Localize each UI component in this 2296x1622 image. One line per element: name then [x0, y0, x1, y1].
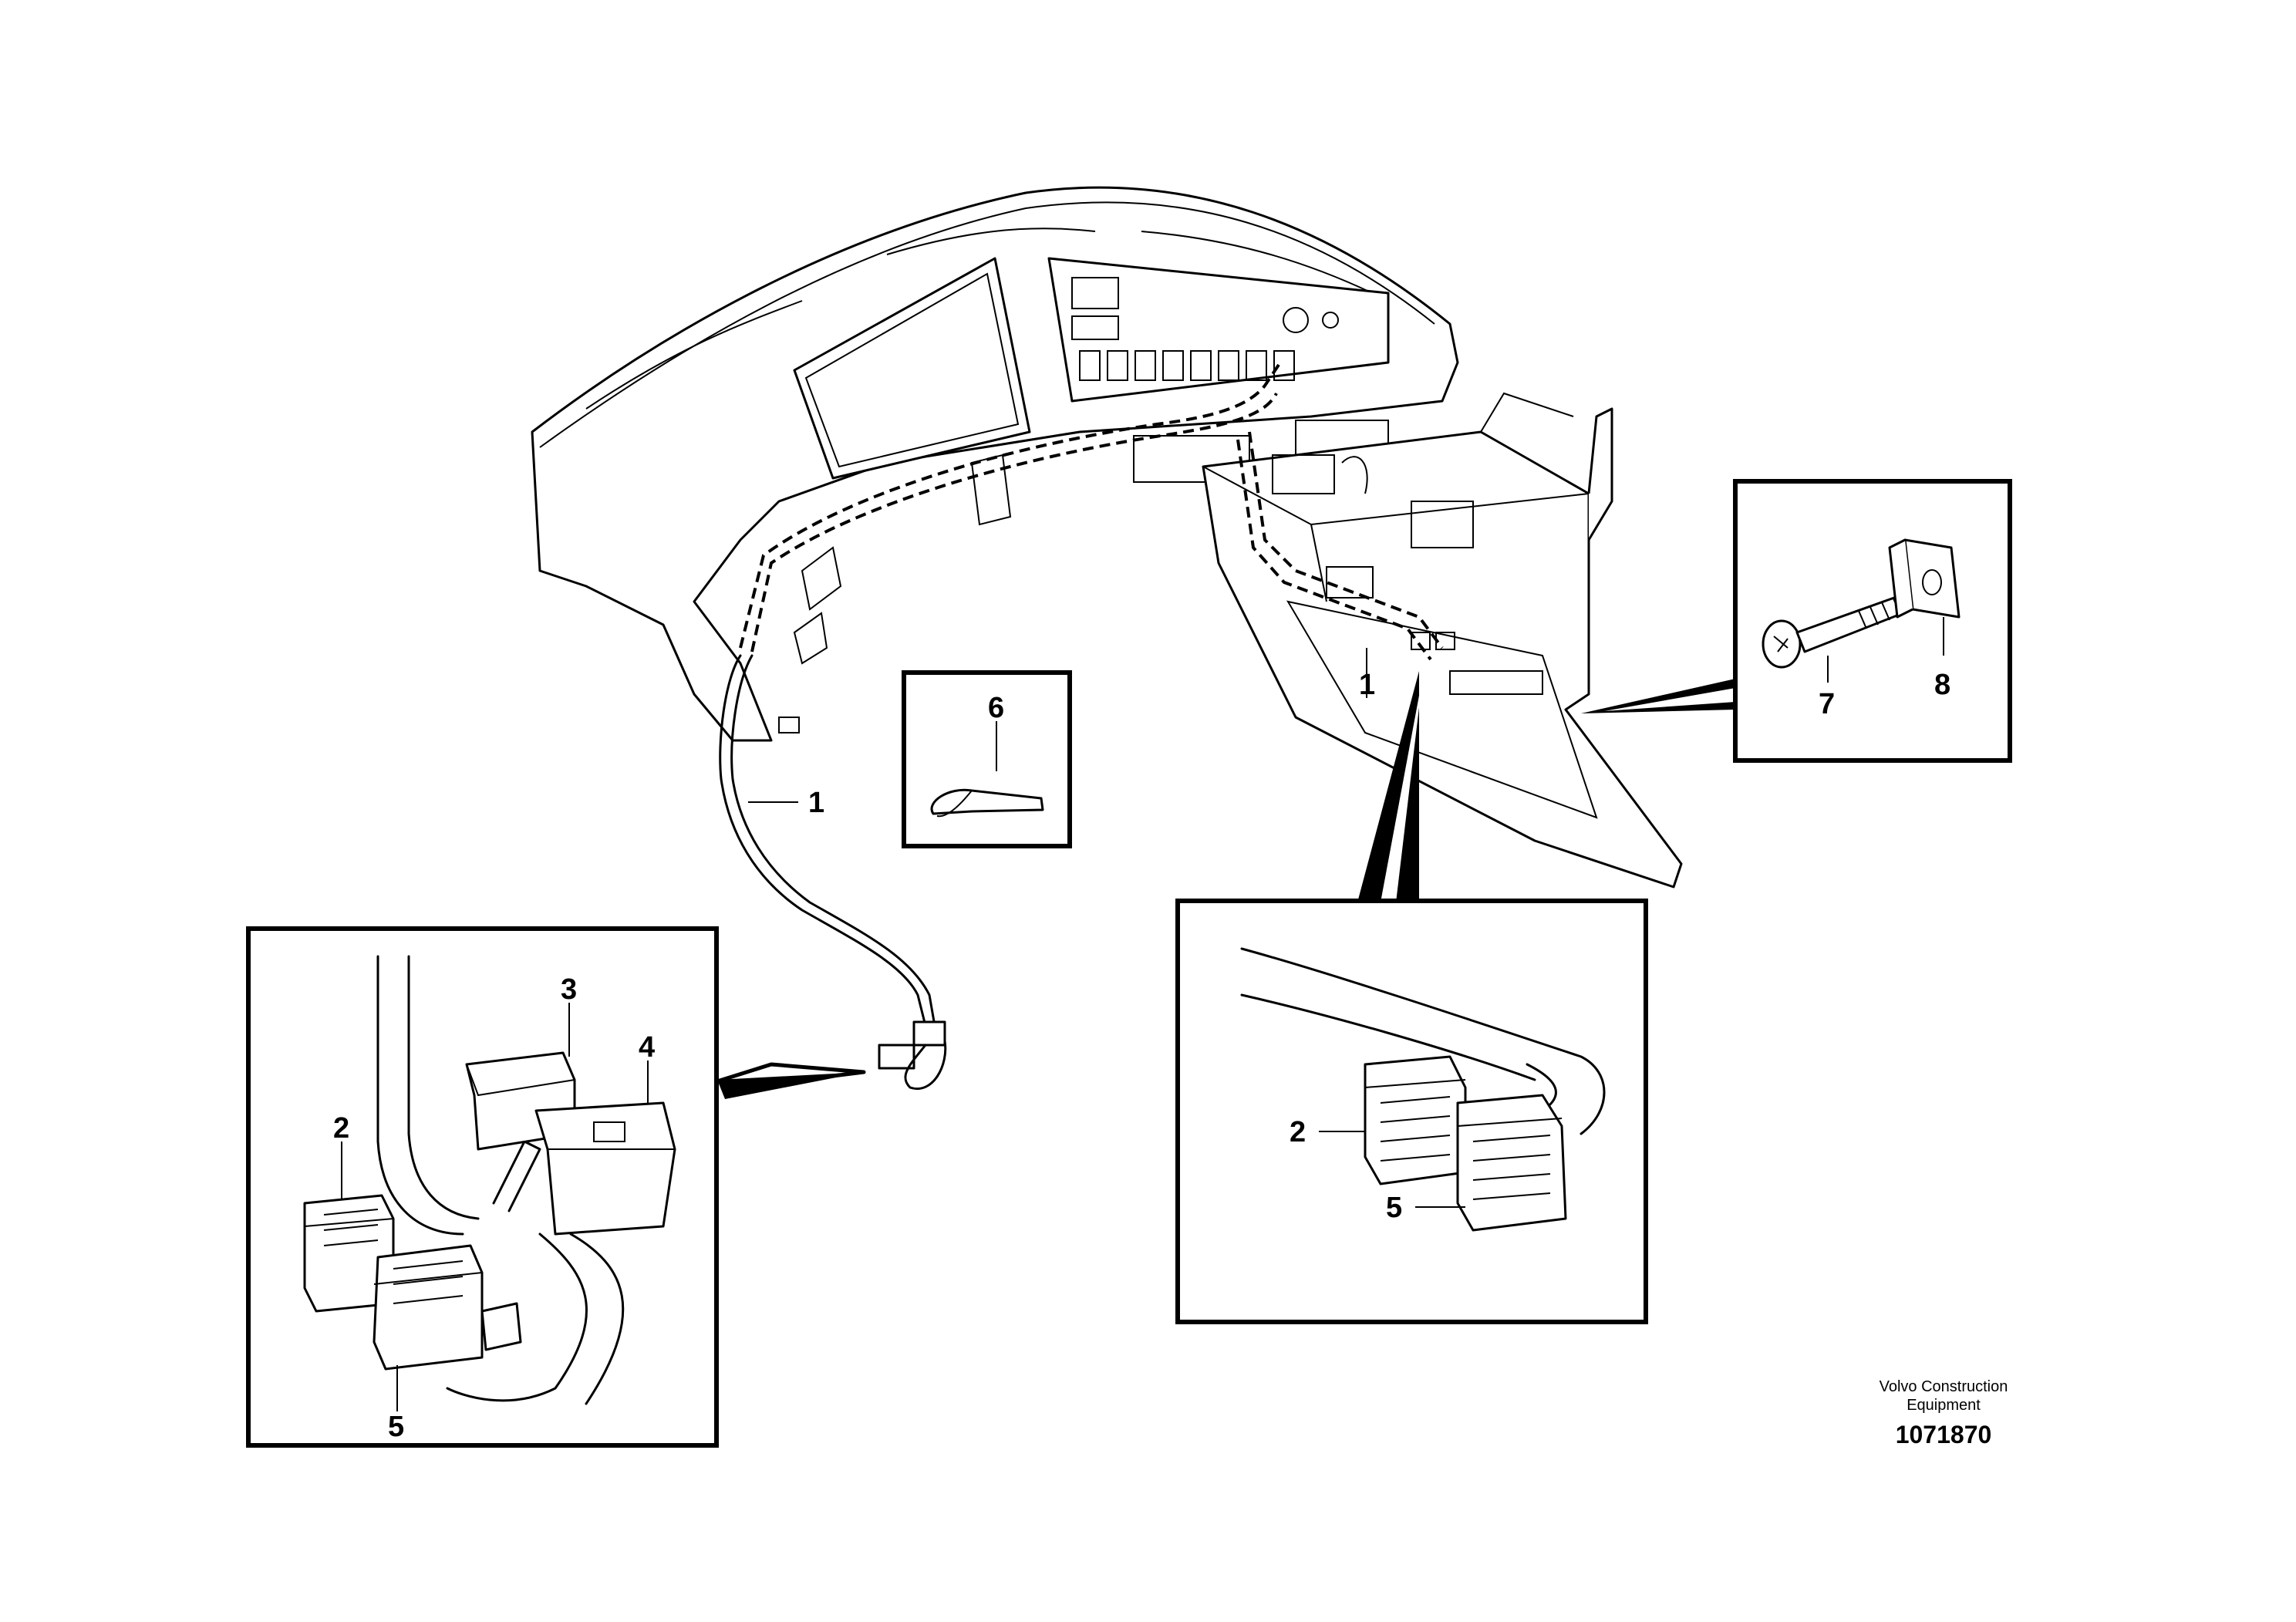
- callout-connector-3: 3: [561, 973, 577, 1006]
- inset-clip: [902, 670, 1072, 848]
- callout-harness-1: 1: [808, 787, 824, 819]
- connector-housing-5-right: [1456, 1094, 1567, 1232]
- callout-labels: 1 1 6 7 8 3 4 2 5 2 5: [333, 669, 1950, 1443]
- callout-connector-2: 2: [333, 1112, 349, 1145]
- brand-line-2: Equipment: [1907, 1397, 1981, 1414]
- callout-bolt-7: 7: [1819, 688, 1835, 720]
- callout-connector-4: 4: [639, 1031, 655, 1064]
- callout-harness-1-console: 1: [1359, 669, 1375, 701]
- harness-connector-upper: [912, 1020, 946, 1047]
- brand-line-1: Volvo Construction: [1879, 1378, 2008, 1395]
- callout-connector-5: 5: [388, 1411, 404, 1443]
- callout-connector-2-right: 2: [1290, 1116, 1306, 1148]
- manufacturer-block: Volvo Construction Equipment 1071870: [1836, 1378, 2052, 1452]
- inset-connectors-left: [246, 926, 719, 1448]
- inset-fasteners: [1733, 479, 2012, 763]
- harness-connector-lower: [878, 1044, 915, 1070]
- callout-nut-8: 8: [1934, 669, 1950, 701]
- ignition-key-icon: [1283, 307, 1309, 333]
- connector-housing-2: [303, 1194, 395, 1313]
- connector-housing-5: [373, 1244, 522, 1371]
- bolt-icon: [1762, 592, 1914, 669]
- connector-housing-2-right: [1364, 1055, 1467, 1185]
- dashboard-assembly: [531, 186, 1459, 742]
- clip-nut-icon: [1888, 538, 1961, 619]
- side-console: [1202, 392, 1683, 889]
- callout-connector-5-right: 5: [1386, 1192, 1402, 1224]
- rocker-switch-row: [1079, 350, 1295, 381]
- inset-connectors-right: [1175, 899, 1648, 1324]
- leader-lines: [715, 648, 1735, 1099]
- callout-cable-tie-6: 6: [988, 692, 1004, 724]
- harness-cable: [719, 654, 947, 1091]
- drawing-number: 1071870: [1895, 1421, 1992, 1448]
- hidden-harness-route: [739, 361, 1444, 661]
- cable-tie-icon: [930, 788, 1044, 815]
